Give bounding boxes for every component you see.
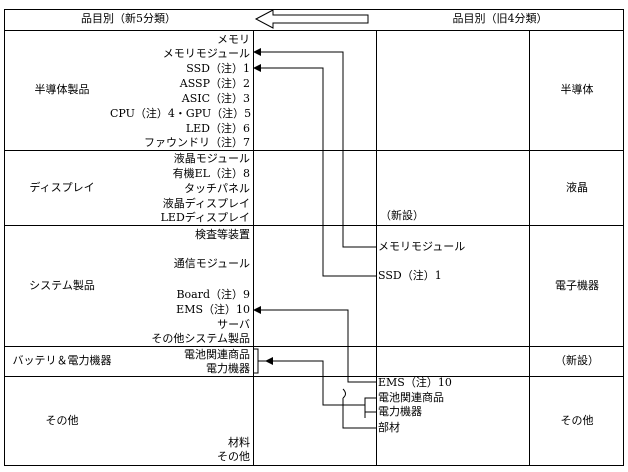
item-other-system: その他システム製品 [151, 332, 250, 345]
item-memory-module: メモリモジュール [162, 47, 250, 60]
old-category-new: （新設） [555, 354, 599, 367]
item-server: サーバ [217, 318, 250, 331]
header-arrow-icon [254, 9, 369, 29]
item-inspection: 検査等装置 [195, 228, 250, 241]
item-materials: 材料 [228, 436, 250, 449]
old-category-electronics: 電子機器 [555, 279, 599, 292]
item-cpu-gpu: CPU（注）4・GPU（注）5 [110, 107, 252, 120]
item-power: 電力機器 [206, 362, 250, 375]
item-oled: 有機EL（注）8 [172, 167, 250, 180]
old-item-ssd: SSD（注）1 [378, 269, 442, 282]
item-asic: ASIC（注）3 [181, 92, 250, 105]
old-category-semiconductor: 半導体 [560, 83, 594, 96]
item-foundry: ファウンドリ（注）7 [144, 136, 250, 149]
item-touch-panel: タッチパネル [184, 182, 250, 195]
item-lcd: 液晶ディスプレイ [162, 197, 250, 210]
item-lcd-module: 液晶モジュール [173, 152, 250, 165]
old-item-power: 電力機器 [378, 405, 422, 418]
old-item-ems: EMS（注）10 [378, 376, 452, 389]
item-comm-module: 通信モジュール [173, 257, 250, 270]
item-ems: EMS（注）10 [176, 303, 250, 316]
new-category-battery: バッテリ＆電力機器 [12, 354, 112, 367]
old-classification-header: 品目別（旧4分類） [452, 12, 548, 25]
new-category-semiconductor: 半導体製品 [34, 83, 90, 96]
old-item-memory-module: メモリモジュール [378, 240, 466, 253]
new-category-system: システム製品 [29, 279, 95, 292]
old-item-battery: 電池関連商品 [378, 391, 444, 404]
old-lcd-note: （新設） [380, 209, 424, 222]
item-board: Board（注）9 [176, 288, 250, 301]
old-category-lcd: 液晶 [566, 181, 588, 194]
item-battery: 電池関連商品 [184, 348, 250, 361]
item-assp: ASSP（注）2 [179, 77, 250, 90]
old-item-parts: 部材 [378, 421, 400, 434]
item-ssd: SSD（注）1 [186, 62, 250, 75]
new-category-other: その他 [45, 414, 79, 427]
item-other: その他 [217, 450, 250, 463]
item-led: LED（注）6 [185, 122, 250, 135]
item-memory: メモリ [217, 33, 250, 46]
new-classification-header: 品目別（新5分類） [81, 12, 176, 25]
new-category-display: ディスプレイ [29, 181, 95, 194]
old-category-other: その他 [560, 414, 594, 427]
item-led-display: LEDディスプレイ [160, 211, 250, 224]
